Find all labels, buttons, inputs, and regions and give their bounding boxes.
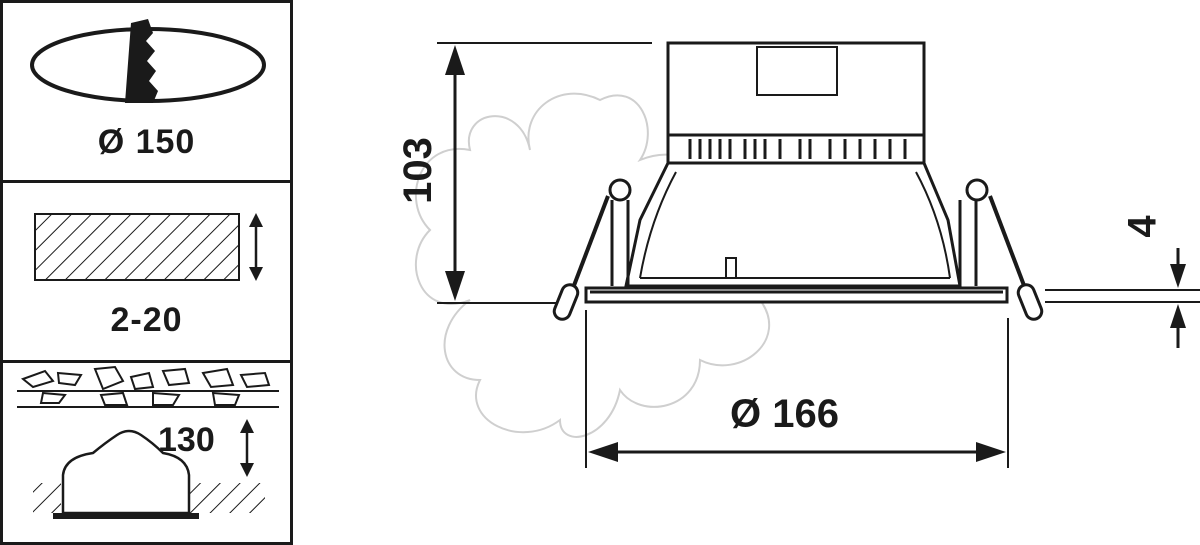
height-dimension-label: 103 [395,137,440,204]
diameter-dimension-label: Ø 166 [730,392,839,436]
recess-depth-icon [17,365,279,519]
cut-out-saw-icon [30,19,266,103]
ceiling-thickness-panel: 2-20 [0,180,293,363]
recess-depth-panel: 130 [0,360,293,545]
rim-thickness-label: 4 [1120,215,1165,238]
cut-out-diameter-label: Ø 150 [97,123,196,161]
recess-depth-label: 130 [158,421,215,459]
cut-out-panel: Ø 150 [0,0,293,183]
watermark-outline [414,92,773,438]
ceiling-thickness-icon [34,213,263,281]
ceiling-thickness-label: 2-20 [110,301,183,339]
